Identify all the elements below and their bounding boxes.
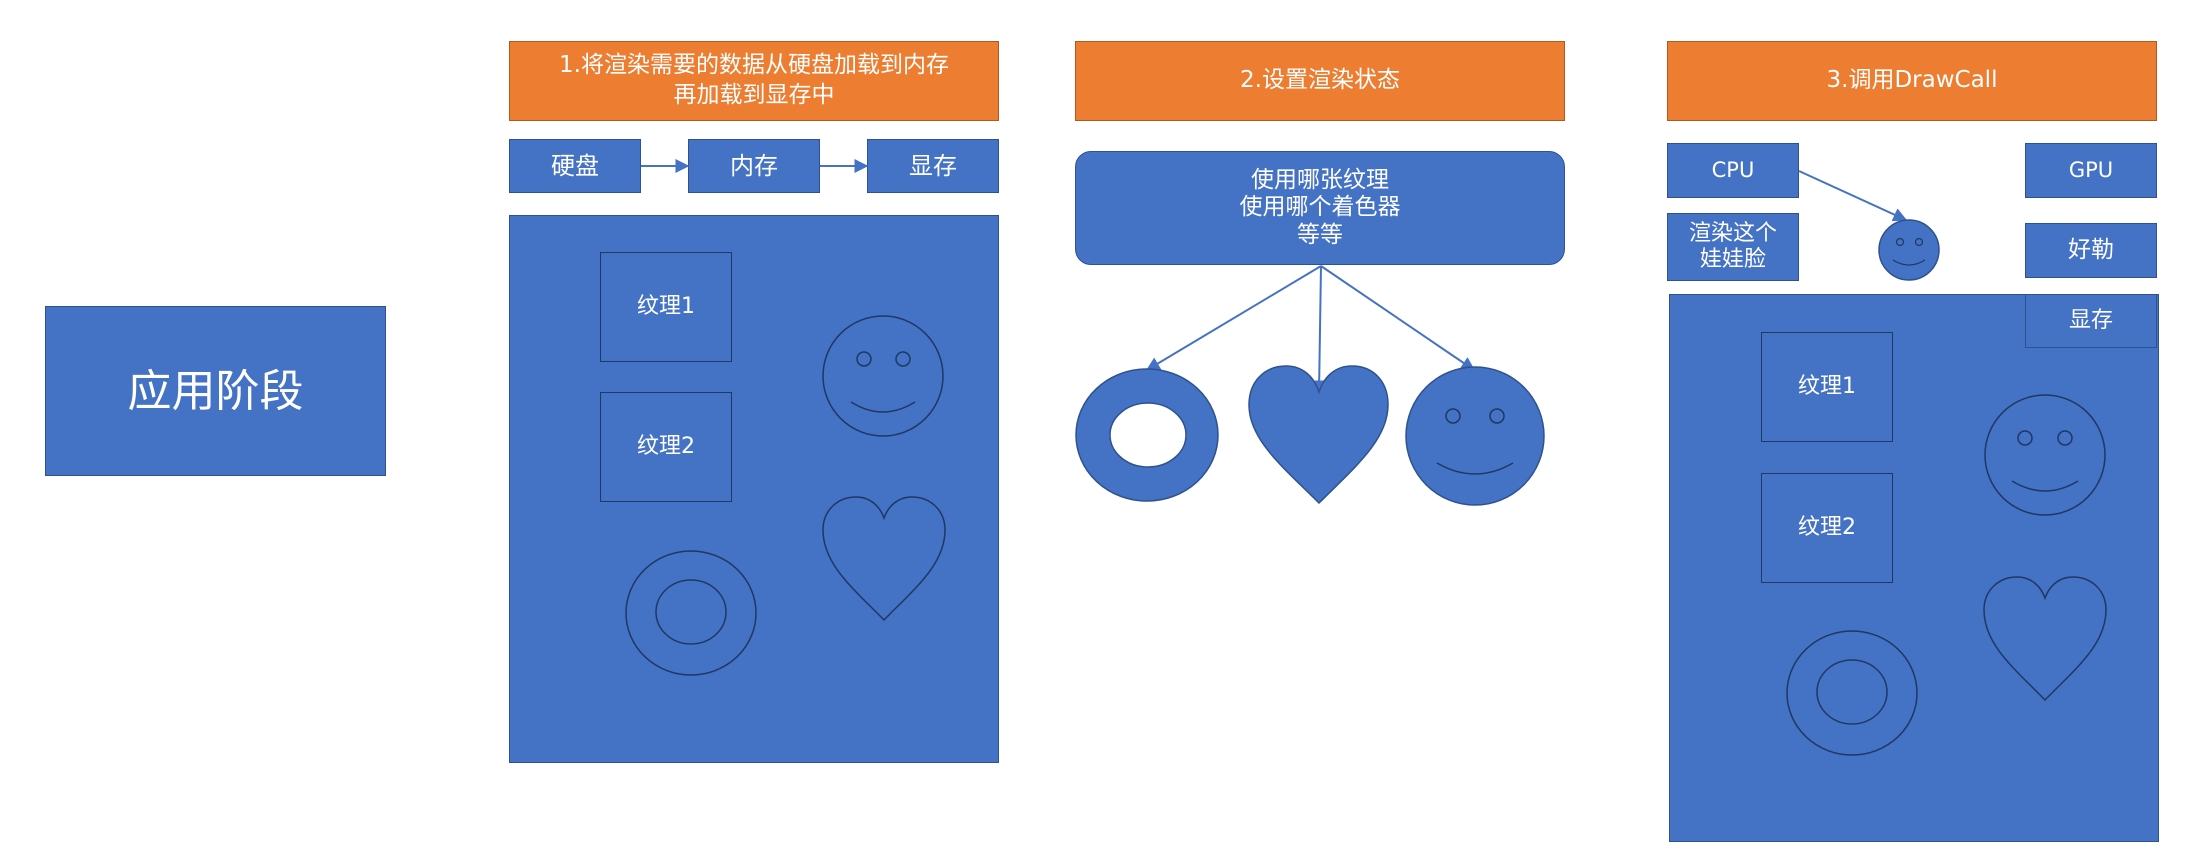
step3-texture2-label: 纹理2 (1798, 515, 1856, 541)
step3-small-smiley-icon (1878, 219, 1940, 281)
step3-header-text: 3.调用DrawCall (1826, 67, 1998, 94)
step3-vram-label: 显存 (2068, 308, 2113, 334)
arrow-state-to-donut (1145, 265, 1322, 371)
vram-box: 显存 (867, 139, 999, 193)
step2-donut-icon (1075, 368, 1219, 502)
gpu-reply-box: 好勒 (2025, 223, 2157, 278)
step1-texture2-box: 纹理2 (600, 392, 732, 502)
render-state-text: 使用哪张纹理 使用哪个着色器 等等 (1239, 166, 1401, 248)
step1-smiley-icon (822, 315, 944, 437)
cpu-label: CPU (1711, 158, 1755, 183)
step1-donut-icon (625, 550, 757, 676)
step2-header: 2.设置渲染状态 (1075, 41, 1565, 121)
step1-texture1-box: 纹理1 (600, 252, 732, 362)
cpu-message-box: 渲染这个 娃娃脸 (1667, 213, 1799, 281)
memory-box: 内存 (688, 139, 820, 193)
step3-vram-label-box: 显存 (2025, 294, 2157, 348)
cpu-box: CPU (1667, 143, 1799, 198)
disk-box: 硬盘 (509, 139, 641, 193)
step1-texture1-label: 纹理1 (637, 294, 695, 320)
step2-heart-icon (1248, 365, 1389, 505)
vram-label: 显存 (909, 152, 957, 180)
arrow-state-to-smiley (1320, 265, 1476, 371)
step3-smiley-icon (1984, 394, 2106, 516)
render-state-box: 使用哪张纹理 使用哪个着色器 等等 (1075, 151, 1565, 265)
step1-header-text: 1.将渲染需要的数据从硬盘加载到内存 再加载到显存中 (559, 52, 949, 108)
gpu-reply-text: 好勒 (2068, 237, 2114, 264)
step2-header-text: 2.设置渲染状态 (1240, 67, 1400, 94)
app-stage-box: 应用阶段 (45, 306, 386, 476)
arrow-state-to-heart (1312, 265, 1327, 395)
gpu-label: GPU (2068, 158, 2114, 183)
step3-donut-icon (1786, 630, 1918, 756)
step3-texture1-label: 纹理1 (1798, 374, 1856, 400)
step3-header: 3.调用DrawCall (1667, 41, 2157, 121)
step3-heart-icon (1983, 576, 2107, 702)
step3-vram-panel (1669, 294, 2159, 842)
memory-label: 内存 (730, 152, 778, 180)
arrow-cpu-to-smiley (1798, 170, 1908, 222)
step3-texture2-box: 纹理2 (1761, 473, 1893, 583)
gpu-box: GPU (2025, 143, 2157, 198)
step1-heart-icon (822, 496, 946, 622)
step1-resource-panel (509, 215, 999, 763)
step2-smiley-icon (1405, 366, 1545, 506)
step3-texture1-box: 纹理1 (1761, 332, 1893, 442)
step1-header: 1.将渲染需要的数据从硬盘加载到内存 再加载到显存中 (509, 41, 999, 121)
app-stage-label: 应用阶段 (127, 365, 304, 417)
disk-label: 硬盘 (551, 152, 599, 180)
cpu-message-text: 渲染这个 娃娃脸 (1688, 220, 1777, 272)
step1-texture2-label: 纹理2 (637, 434, 695, 460)
